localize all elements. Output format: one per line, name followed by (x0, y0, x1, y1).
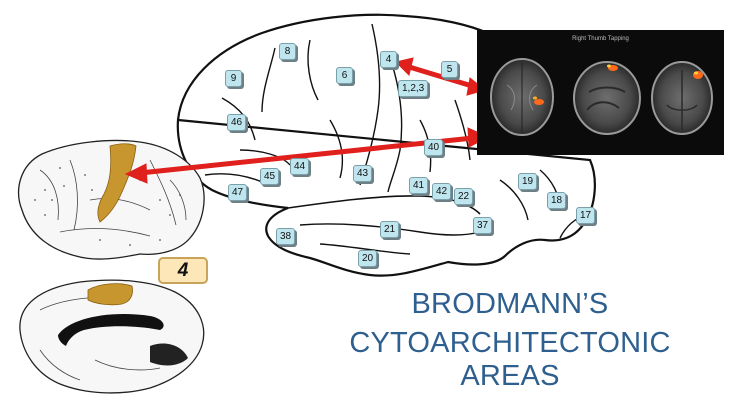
area-label-40: 40 (424, 139, 444, 156)
arrow-area4-to-fmri (405, 63, 473, 89)
area-label-21: 21 (380, 221, 400, 238)
area-label-17: 17 (576, 207, 596, 224)
medial-brodmann-sketch (19, 279, 205, 394)
lateral-sulcus (287, 195, 481, 215)
area-label-41: 41 (409, 177, 429, 194)
area-label-18: 18 (547, 192, 567, 209)
correspondence-arrows (124, 57, 490, 184)
area-label-6: 6 (336, 67, 353, 84)
area-label-37: 37 (473, 217, 493, 234)
slide-title-line-2: CYTOARCHITECTONIC AREAS (349, 327, 671, 392)
corpus-callosum (58, 314, 164, 346)
area-label-20: 20 (358, 250, 378, 267)
area-label-42: 42 (432, 183, 452, 200)
area-label-43: 43 (353, 165, 373, 182)
area-label-45: 45 (260, 168, 280, 185)
lateral-brodmann-sketch (18, 139, 205, 260)
fmri-title: Right Thumb Tapping (572, 36, 629, 42)
area-label-46: 46 (227, 114, 247, 131)
highlight-area-badge: 4 (158, 257, 208, 284)
area-label-38: 38 (276, 228, 296, 245)
axial-activation (534, 99, 544, 105)
area-label-47: 47 (228, 184, 248, 201)
sagittal-scan (573, 61, 641, 135)
arrowhead-left (124, 163, 148, 184)
area-label-4: 4 (380, 51, 397, 68)
area-label-1-2-3: 1,2,3 (398, 80, 429, 97)
arrowhead-area4 (395, 57, 414, 76)
area-label-8: 8 (279, 43, 296, 60)
area-label-5: 5 (441, 61, 458, 78)
area-label-44: 44 (290, 158, 310, 175)
area-label-22: 22 (454, 188, 474, 205)
motor-area-highlight-medial (87, 283, 133, 306)
slide-title-line-1: BRODMANN’S (411, 288, 609, 320)
motor-area-highlight-lateral (97, 143, 137, 223)
fmri-scans (490, 58, 713, 136)
area-label-19: 19 (518, 173, 538, 190)
sulci (204, 23, 589, 255)
arrow-area4-to-lateral-sketch (139, 135, 474, 176)
fmri-image-panel: Right Thumb Tapping (477, 30, 724, 155)
area-label-9: 9 (225, 70, 242, 87)
